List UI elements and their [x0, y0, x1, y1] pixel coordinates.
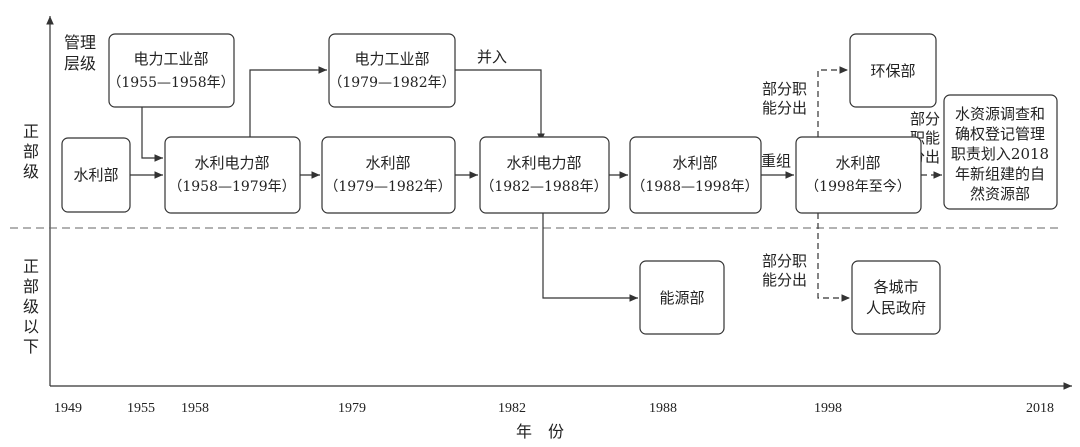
svg-text:然资源部: 然资源部	[970, 185, 1030, 203]
label-split-upper: 部分职 能分出	[762, 80, 807, 117]
box-dianli-1955: 电力工业部 （1955—1958年）	[107, 33, 235, 108]
label-split-lower: 部分职 能分出	[762, 252, 807, 289]
x-axis-label: 年 份	[516, 422, 564, 441]
svg-text:电力工业部: 电力工业部	[133, 50, 208, 68]
year-ticks: 1949 1955 1958 1979 1982 1988 1998 2018	[54, 401, 1054, 416]
svg-text:部: 部	[23, 277, 39, 296]
label-merge: 并入	[477, 48, 507, 66]
svg-text:能分出: 能分出	[762, 99, 807, 117]
level-label-lower: 正 部 级 以 下	[23, 257, 39, 356]
label-reorg: 重组	[761, 152, 791, 170]
svg-text:以: 以	[23, 317, 39, 336]
box-shuili-1998: 水利部 （1998年至今）	[795, 136, 922, 214]
year-tick: 1958	[181, 401, 209, 416]
svg-text:水利电力部: 水利电力部	[506, 154, 581, 172]
svg-text:部分职: 部分职	[762, 252, 807, 270]
svg-text:电力工业部: 电力工业部	[354, 50, 429, 68]
svg-text:（1979—1982年）: （1979—1982年）	[324, 179, 451, 195]
year-tick: 1949	[54, 401, 82, 416]
box-dianli-1979: 电力工业部 （1979—1982年）	[328, 33, 456, 108]
svg-text:正: 正	[23, 122, 39, 141]
svg-text:级: 级	[23, 162, 39, 181]
svg-text:层级: 层级	[64, 54, 96, 73]
dashed-arrow-to-chengshi	[817, 213, 850, 302]
svg-text:确权登记管理: 确权登记管理	[955, 125, 1045, 143]
box-shuilidianli-1958: 水利电力部 （1958—1979年）	[164, 136, 301, 214]
dashed-arrow-to-huanbao	[817, 66, 848, 137]
level-label-upper: 正 部 级	[23, 122, 39, 181]
svg-text:（1988—1998年）: （1988—1998年）	[631, 179, 758, 195]
box-shuili-1979: 水利部 （1979—1982年）	[321, 136, 456, 214]
svg-text:（1982—1988年）: （1982—1988年）	[480, 179, 607, 195]
box-shuili-1988: 水利部 （1988—1998年）	[629, 136, 762, 214]
svg-text:能源部: 能源部	[659, 289, 704, 307]
svg-text:能分出: 能分出	[762, 271, 807, 289]
box-shuilidianli-1982: 水利电力部 （1982—1988年）	[479, 136, 610, 214]
svg-text:职责划入2018: 职责划入2018	[951, 145, 1049, 163]
svg-text:部分职: 部分职	[762, 80, 807, 98]
svg-text:正: 正	[23, 257, 39, 276]
svg-text:水利部: 水利部	[365, 154, 410, 172]
svg-text:水利电力部: 水利电力部	[194, 154, 269, 172]
svg-text:级: 级	[23, 297, 39, 316]
svg-text:部分: 部分	[910, 110, 940, 128]
svg-text:环保部: 环保部	[870, 62, 915, 80]
year-tick: 1979	[338, 401, 366, 416]
svg-text:水资源调查和: 水资源调查和	[955, 105, 1045, 123]
svg-text:水利部: 水利部	[835, 154, 880, 172]
svg-text:管理: 管理	[64, 33, 96, 52]
svg-text:水利部: 水利部	[672, 154, 717, 172]
arrow-merge-into-1982	[455, 69, 545, 142]
y-axis-label: 管理 层级	[64, 33, 96, 73]
year-tick: 2018	[1026, 401, 1054, 416]
svg-text:部: 部	[23, 142, 39, 161]
svg-text:水利部: 水利部	[73, 166, 118, 184]
svg-text:各城市: 各城市	[873, 278, 918, 296]
svg-text:人民政府: 人民政府	[866, 299, 926, 317]
year-tick: 1988	[649, 401, 677, 416]
svg-text:下: 下	[23, 337, 39, 356]
year-tick: 1982	[498, 401, 526, 416]
svg-text:年新组建的自: 年新组建的自	[955, 165, 1045, 183]
arrow-dianli1955-to-1958	[141, 107, 163, 162]
arrow-1958-to-dianli1979	[249, 66, 327, 137]
svg-text:（1998年至今）: （1998年至今）	[805, 179, 911, 195]
box-shuili-1949: 水利部	[61, 137, 131, 213]
arrow-1982-to-nengyuan	[542, 213, 638, 302]
year-tick: 1998	[814, 401, 842, 416]
box-chengshi: 各城市 人民政府	[851, 260, 941, 335]
svg-text:（1958—1979年）: （1958—1979年）	[168, 179, 295, 195]
box-ziran: 水资源调查和 确权登记管理 职责划入2018 年新组建的自 然资源部	[943, 94, 1058, 210]
box-huanbao: 环保部	[849, 33, 937, 108]
box-nengyuan: 能源部	[639, 260, 725, 335]
svg-text:（1955—1958年）: （1955—1958年）	[107, 75, 234, 91]
svg-text:（1979—1982年）: （1979—1982年）	[328, 75, 455, 91]
year-tick: 1955	[127, 401, 155, 416]
